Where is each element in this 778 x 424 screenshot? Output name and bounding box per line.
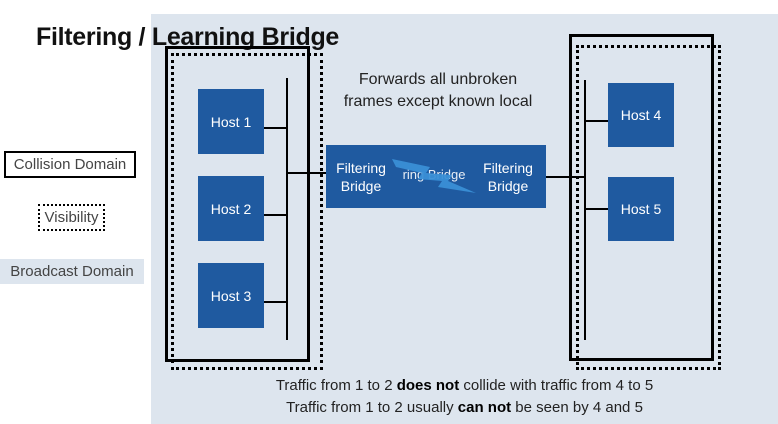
footer-line-2-post: be seen by 4 and 5 bbox=[511, 399, 643, 416]
host-3: Host 3 bbox=[198, 263, 264, 328]
host4-link bbox=[585, 120, 608, 122]
host2-link bbox=[264, 214, 287, 216]
left-collision-domain-box bbox=[165, 46, 310, 362]
host3-link bbox=[264, 301, 287, 303]
right-segment-bus bbox=[584, 80, 586, 340]
right-visibility-box bbox=[576, 45, 721, 370]
footer-line-1-pre: Traffic from 1 to 2 bbox=[275, 377, 397, 394]
filtering-bridge: ring Bridge Filtering Bridge Filtering B… bbox=[326, 145, 546, 208]
host1-link bbox=[264, 127, 287, 129]
left-visibility-box bbox=[171, 53, 323, 370]
bridge-right-label: Filtering Bridge bbox=[483, 160, 533, 194]
host-2: Host 2 bbox=[198, 176, 264, 241]
footer-line-2-bold: can not bbox=[457, 399, 512, 416]
legend-visibility: Visibility bbox=[38, 204, 105, 231]
footer-line-1-post: collide with traffic from 4 to 5 bbox=[459, 377, 654, 394]
host5-link bbox=[585, 208, 608, 210]
host-1: Host 1 bbox=[198, 89, 264, 154]
footer-line-2-pre: Traffic from 1 to 2 usually bbox=[286, 399, 458, 416]
legend-collision-domain: Collision Domain bbox=[4, 151, 136, 178]
footer-line-2: Traffic from 1 to 2 usually can not be s… bbox=[151, 399, 778, 416]
legend-broadcast-domain: Broadcast Domain bbox=[0, 259, 144, 284]
bridge-left-label: Filtering Bridge bbox=[336, 160, 386, 194]
lightning-icon bbox=[392, 159, 476, 193]
right-collision-domain-box bbox=[569, 34, 714, 361]
forwards-note: Forwards all unbroken frames except know… bbox=[343, 71, 533, 110]
host-4: Host 4 bbox=[608, 83, 674, 147]
host-5: Host 5 bbox=[608, 177, 674, 241]
footer-line-1: Traffic from 1 to 2 does not collide wit… bbox=[151, 377, 778, 394]
footer-line-1-bold: does not bbox=[396, 377, 460, 394]
right-bridge-link bbox=[546, 176, 585, 178]
left-segment-bus bbox=[286, 78, 288, 340]
left-bridge-link bbox=[287, 172, 327, 174]
